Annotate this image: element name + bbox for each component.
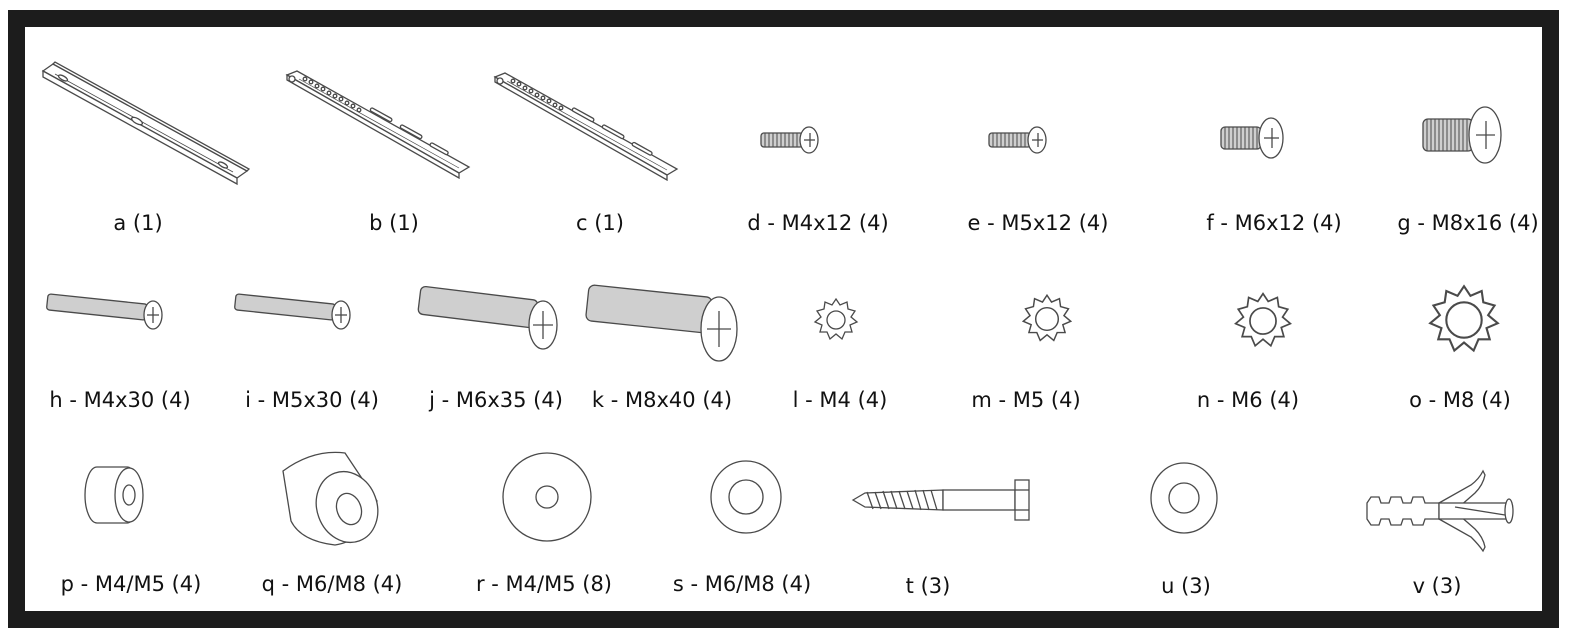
- screw-k-icon: [585, 284, 738, 362]
- label-h: h - M4x30 (4): [49, 388, 191, 412]
- label-v: v (3): [1412, 574, 1462, 598]
- rail-c-icon: [493, 72, 679, 181]
- lock-washer-l-icon: [813, 297, 859, 341]
- lock-washer-m-icon: [1021, 293, 1073, 342]
- flat-washer-r-icon: [502, 452, 592, 542]
- screw-f-icon: [1220, 117, 1284, 159]
- label-c: c (1): [576, 211, 624, 235]
- label-g: g - M8x16 (4): [1397, 211, 1539, 235]
- label-d: d - M4x12 (4): [747, 211, 889, 235]
- label-q: q - M6/M8 (4): [261, 572, 403, 596]
- lag-bolt-t-icon: [851, 479, 1030, 521]
- label-m: m - M5 (4): [971, 388, 1081, 412]
- label-t: t (3): [905, 574, 951, 598]
- lock-washer-n-icon: [1234, 292, 1292, 348]
- rail-b-icon: [285, 70, 471, 179]
- spacer-q-icon: [282, 451, 379, 546]
- label-u: u (3): [1161, 574, 1211, 598]
- label-k: k - M8x40 (4): [591, 388, 733, 412]
- screw-d-icon: [760, 126, 819, 154]
- label-p: p - M4/M5 (4): [60, 572, 202, 596]
- rail-a-icon: [41, 61, 251, 186]
- flat-washer-s-icon: [710, 460, 782, 534]
- label-n: n - M6 (4): [1196, 388, 1300, 412]
- spacer-p-icon: [84, 466, 144, 524]
- label-l: l - M4 (4): [792, 388, 888, 412]
- screw-h-icon: [46, 293, 163, 330]
- screw-i-icon: [234, 293, 351, 330]
- label-s: s - M6/M8 (4): [672, 572, 812, 596]
- label-j: j - M6x35 (4): [429, 388, 563, 412]
- label-a: a (1): [113, 211, 163, 235]
- label-r: r - M4/M5 (8): [475, 572, 613, 596]
- lock-washer-o-icon: [1428, 284, 1500, 353]
- label-e: e - M5x12 (4): [967, 211, 1109, 235]
- wall-anchor-v-icon: [1366, 469, 1514, 553]
- parts-diagram-frame: a (1) b (1) c (1) d - M4x12 (4) e - M5x1…: [8, 10, 1559, 628]
- label-o: o - M8 (4): [1409, 388, 1511, 412]
- label-b: b (1): [369, 211, 419, 235]
- screw-e-icon: [988, 126, 1047, 154]
- label-i: i - M5x30 (4): [245, 388, 379, 412]
- screw-g-icon: [1422, 106, 1502, 164]
- screw-j-icon: [417, 285, 558, 350]
- label-f: f - M6x12 (4): [1206, 211, 1342, 235]
- washer-u-icon: [1150, 462, 1218, 534]
